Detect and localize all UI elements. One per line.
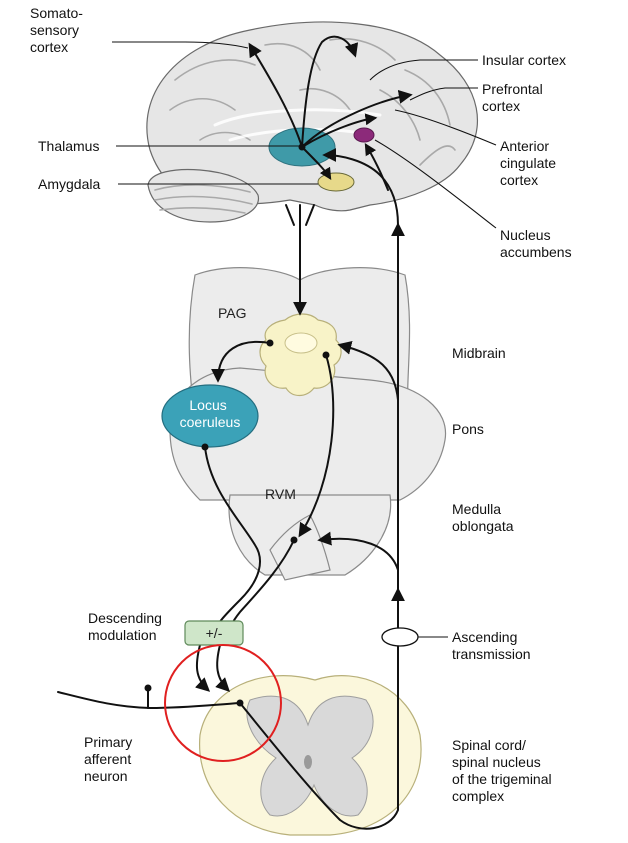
ascending-to-accumbens	[364, 142, 389, 191]
thalamus-dot	[298, 143, 306, 151]
pons-label: Pons	[452, 421, 484, 437]
afferent-dot	[144, 684, 152, 692]
brain	[146, 21, 478, 223]
rvm-label: RVM	[265, 486, 296, 502]
insular-label: Insular cortex	[482, 52, 566, 68]
dorsal-horn-dot	[236, 699, 244, 707]
medulla-label: Medulla oblongata	[452, 501, 514, 534]
pathways	[57, 35, 413, 830]
thalamus-to-insular	[301, 35, 359, 148]
cortex-descending-fork-left	[285, 204, 295, 226]
pag-label: PAG	[218, 305, 247, 321]
rvm-dot	[290, 536, 298, 544]
nucleus-accumbens-label: Nucleus accumbens	[500, 227, 572, 260]
modulation-to-horn-right	[215, 644, 230, 692]
midbrain-label: Midbrain	[452, 345, 506, 361]
locus-coeruleus-region	[161, 384, 259, 448]
pag-right-dot	[322, 351, 330, 359]
primary-afferent-label: Primary afferent neuron	[84, 734, 136, 784]
spinal-cord	[199, 675, 422, 836]
ascending-tract	[239, 222, 405, 830]
anterior-cingulate-label: Anterior cingulate cortex	[500, 138, 560, 188]
brainstem	[161, 267, 447, 581]
locus-descending	[204, 446, 261, 641]
central-canal	[304, 755, 312, 769]
thalamus-to-amygdala	[301, 146, 332, 181]
ascending-branch-rvm	[317, 531, 399, 571]
somatosensory-label: Somato- sensory cortex	[30, 5, 87, 55]
modulation-box-label: +/-	[206, 625, 223, 641]
thalamus-to-prefrontal	[301, 89, 413, 148]
modulation-to-horn-left	[195, 644, 211, 692]
cerebellum-folia	[154, 184, 253, 214]
ascending-label: Ascending transmission	[452, 629, 531, 662]
thalamus-label: Thalamus	[38, 138, 99, 154]
ascending-to-thalamus	[322, 148, 399, 226]
amygdala-label: Amygdala	[38, 176, 100, 192]
cortex-descending-fork-right	[305, 204, 315, 226]
synapse-dots	[144, 143, 330, 707]
ascending-marker	[381, 627, 419, 647]
pag-left-dot	[266, 339, 274, 347]
nucleus-accumbens-region	[353, 127, 375, 143]
highlight-circle	[164, 644, 282, 762]
thalamus-to-somatosensory	[248, 42, 303, 148]
labels: Somato- sensory cortex Thalamus Amygdala…	[30, 5, 572, 804]
locus-dot	[201, 443, 209, 451]
thalamus-to-cingulate	[301, 113, 378, 148]
prefrontal-label: Prefrontal cortex	[482, 81, 547, 114]
spinal-cord-label: Spinal cord/ spinal nucleus of the trige…	[452, 737, 556, 804]
pag-region	[259, 313, 342, 397]
descending-label: Descending modulation	[88, 610, 166, 643]
pag-center	[284, 332, 318, 354]
pag-to-locus	[211, 341, 271, 383]
primary-afferent-fiber	[57, 691, 241, 709]
ascending-branch-pag	[337, 340, 399, 401]
pag-to-rvm	[298, 354, 335, 538]
amygdala-region	[317, 172, 355, 192]
leader-lines	[112, 41, 497, 229]
locus-coeruleus-label: Locus coeruleus	[180, 397, 241, 430]
